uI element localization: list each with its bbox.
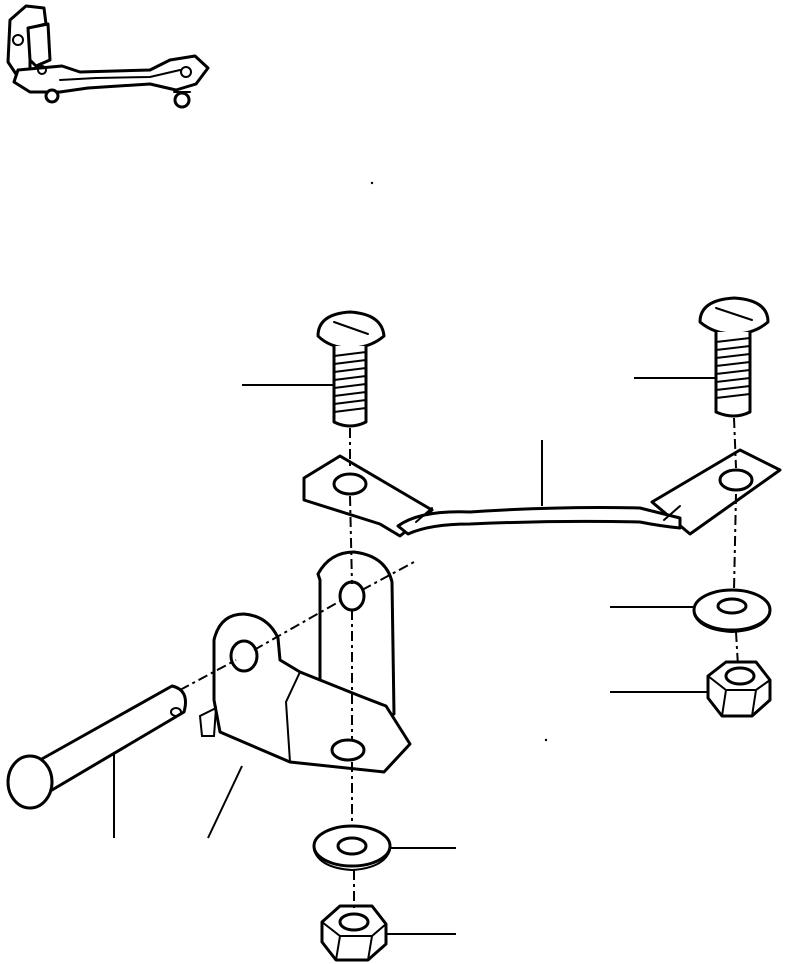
flat-washer-icon [312,824,392,872]
round-head-screw-icon [316,310,386,428]
leader-bracket [207,765,243,839]
clevis-pin-icon [6,684,187,810]
speck [544,738,548,742]
clevis-bracket-icon [198,550,412,774]
speck [370,181,374,185]
braided-strap-icon [302,448,782,538]
flat-washer-icon [692,588,772,634]
assembly-thumbnail [6,4,210,109]
hex-nut-icon [706,660,772,718]
assembly-axes [179,417,739,912]
round-head-screw-icon [698,296,770,418]
hex-nut-icon [320,904,388,962]
